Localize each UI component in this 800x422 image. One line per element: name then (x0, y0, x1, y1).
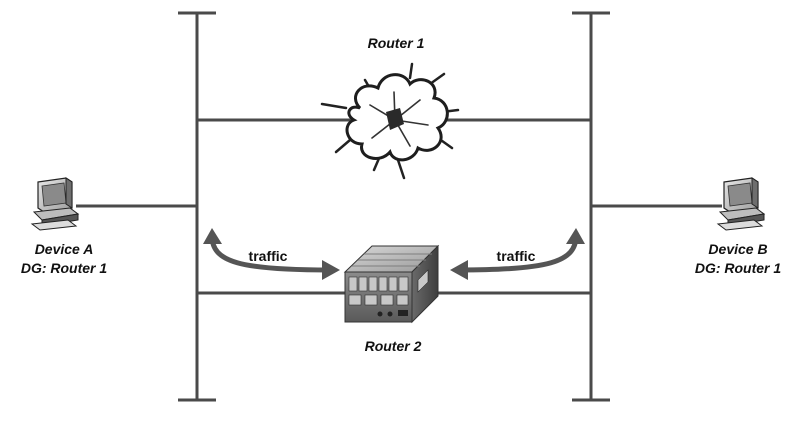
router2-label: Router 2 (365, 338, 422, 354)
traffic-label-right: traffic (497, 248, 536, 264)
device-b-name: Device B (708, 241, 767, 257)
explosion-icon (320, 62, 460, 180)
device-a-dg: DG: Router 1 (21, 260, 108, 276)
traffic-arrow-right (450, 228, 585, 280)
router1-label: Router 1 (368, 35, 425, 51)
traffic-arrow-left (203, 228, 340, 280)
traffic-label-left: traffic (249, 248, 288, 264)
router-chassis-icon (343, 244, 440, 324)
computer-icon (716, 177, 766, 231)
device-b-dg: DG: Router 1 (695, 260, 782, 276)
device-a-name: Device A (35, 241, 94, 257)
computer-icon (30, 177, 80, 231)
